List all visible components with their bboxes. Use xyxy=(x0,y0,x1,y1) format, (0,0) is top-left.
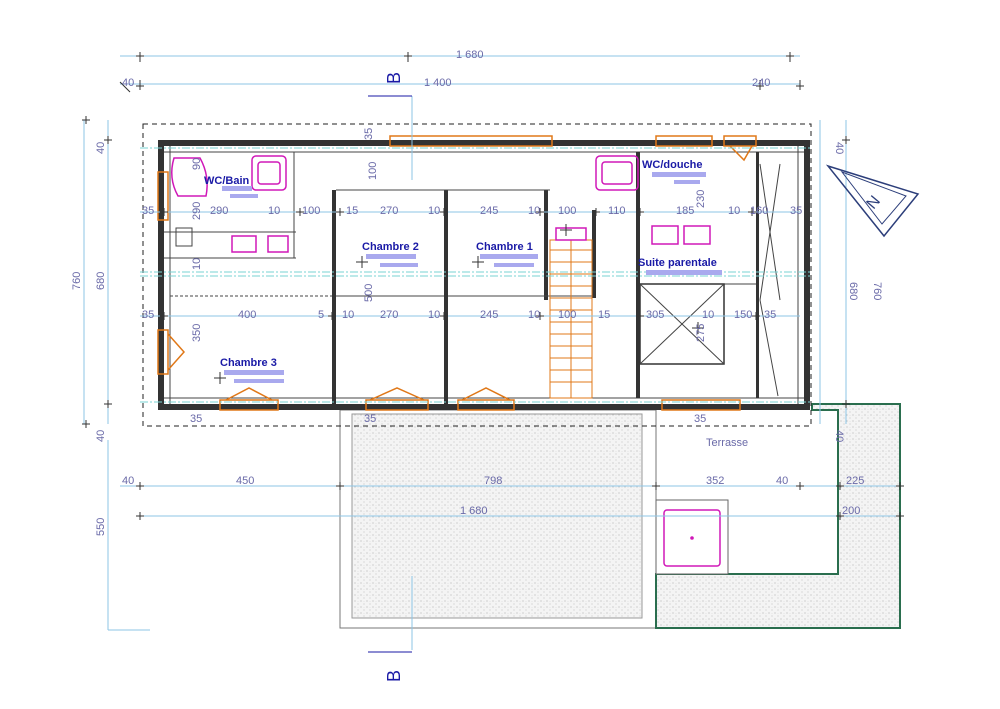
room-wc-douche: WC/douche xyxy=(642,159,703,171)
dim-vertical: 35 xyxy=(694,413,706,425)
dim-row2: 35 xyxy=(764,309,776,321)
room-suite-parentale: Suite parentale xyxy=(638,257,717,269)
dim-left-inner: 680 xyxy=(95,272,107,290)
room-chambre3: Chambre 3 xyxy=(220,357,277,369)
dim-row2: 270 xyxy=(380,309,398,321)
section-mark-bottom: B xyxy=(384,670,404,682)
dim-vertical: 500 xyxy=(363,284,375,302)
dimension-labels: 1 680 1 400 40 240 760 680 40 40 760 680… xyxy=(71,49,883,536)
dim-top-left: 40 xyxy=(122,77,134,89)
dim-row2: 150 xyxy=(734,309,752,321)
dim-vertical: 350 xyxy=(191,324,203,342)
dim-row1: 270 xyxy=(380,205,398,217)
dim-top-total: 1 680 xyxy=(456,49,484,61)
section-mark-top: B xyxy=(384,72,404,84)
room-chambre2: Chambre 2 xyxy=(362,241,419,253)
dim-vertical: 100 xyxy=(367,162,379,180)
dim-terrace-height: 550 xyxy=(95,518,107,536)
fixtures xyxy=(171,155,711,253)
dim-bottom-row1: 450 xyxy=(236,475,254,487)
exterior-walls xyxy=(158,140,810,410)
dim-right-bottom: 40 xyxy=(833,430,845,442)
room-terrasse: Terrasse xyxy=(706,437,748,449)
dim-bottom-row1: 798 xyxy=(484,475,502,487)
dim-row1: 110 xyxy=(608,205,626,217)
dimension-ticks xyxy=(82,52,904,520)
dim-row1: 10 xyxy=(528,205,540,217)
dim-row1: 290 xyxy=(210,205,228,217)
dim-row2: 100 xyxy=(558,309,576,321)
dim-row2: 245 xyxy=(480,309,498,321)
room-labels: WC/Bain WC/douche Chambre 2 Chambre 1 Su… xyxy=(204,159,748,449)
dim-row2: 10 xyxy=(428,309,440,321)
north-arrow: N xyxy=(825,164,920,238)
dim-vertical: 90 xyxy=(191,158,203,170)
dim-right-total: 760 xyxy=(871,282,883,300)
dim-row1: 35 xyxy=(790,205,802,217)
dim-row1: 10 xyxy=(428,205,440,217)
dim-right-inner: 680 xyxy=(847,282,859,300)
dim-vertical: 230 xyxy=(695,190,707,208)
dim-bottom-total: 1 680 xyxy=(460,505,488,517)
dim-row1: 10 xyxy=(268,205,280,217)
dim-row2: 305 xyxy=(646,309,664,321)
staircase xyxy=(549,227,593,399)
dim-left-total: 760 xyxy=(71,272,83,290)
dim-vertical: 35 xyxy=(190,413,202,425)
dim-row2: 10 xyxy=(528,309,540,321)
dim-bottom-row1: 225 xyxy=(846,475,864,487)
dim-vertical: 275 xyxy=(695,324,707,342)
dim-bottom-right: 200 xyxy=(842,505,860,517)
section-marks: B B xyxy=(368,72,412,682)
dim-vertical: 35 xyxy=(364,413,376,425)
dim-left-bottom: 40 xyxy=(95,430,107,442)
dimension-lines xyxy=(83,55,900,650)
dim-row1: 10 xyxy=(728,205,740,217)
terrace-south xyxy=(339,409,657,629)
dim-bottom-row1: 40 xyxy=(122,475,134,487)
dim-row2: 10 xyxy=(702,309,714,321)
dim-row1: 15 xyxy=(346,205,358,217)
dim-row2: 35 xyxy=(142,309,154,321)
dim-row2: 10 xyxy=(342,309,354,321)
dim-bottom-row1: 40 xyxy=(776,475,788,487)
dim-right-top: 40 xyxy=(833,142,845,154)
dim-left-top: 40 xyxy=(95,142,107,154)
dim-vertical: 10 xyxy=(191,258,203,270)
room-wc-bain: WC/Bain xyxy=(204,175,250,187)
dim-top-inner: 1 400 xyxy=(424,77,452,89)
dim-bottom-row1: 352 xyxy=(706,475,724,487)
dim-row2: 400 xyxy=(238,309,256,321)
outer-dashed-contour xyxy=(142,123,812,427)
dim-row1: 100 xyxy=(302,205,320,217)
north-label: N xyxy=(863,193,883,213)
dim-row1: 100 xyxy=(558,205,576,217)
dim-row2: 5 xyxy=(318,309,324,321)
dim-row1: 160 xyxy=(750,205,768,217)
room-chambre1: Chambre 1 xyxy=(476,241,533,253)
dim-row2: 15 xyxy=(598,309,610,321)
dim-vertical: 290 xyxy=(191,202,203,220)
dim-row1: 185 xyxy=(676,205,694,217)
windows xyxy=(157,135,757,411)
interior-walls xyxy=(164,146,804,404)
dim-top-right: 240 xyxy=(752,77,770,89)
dim-vertical: 35 xyxy=(363,128,375,140)
dim-row1: 35 xyxy=(142,205,154,217)
terrace-east xyxy=(655,403,901,629)
dim-row1: 245 xyxy=(480,205,498,217)
